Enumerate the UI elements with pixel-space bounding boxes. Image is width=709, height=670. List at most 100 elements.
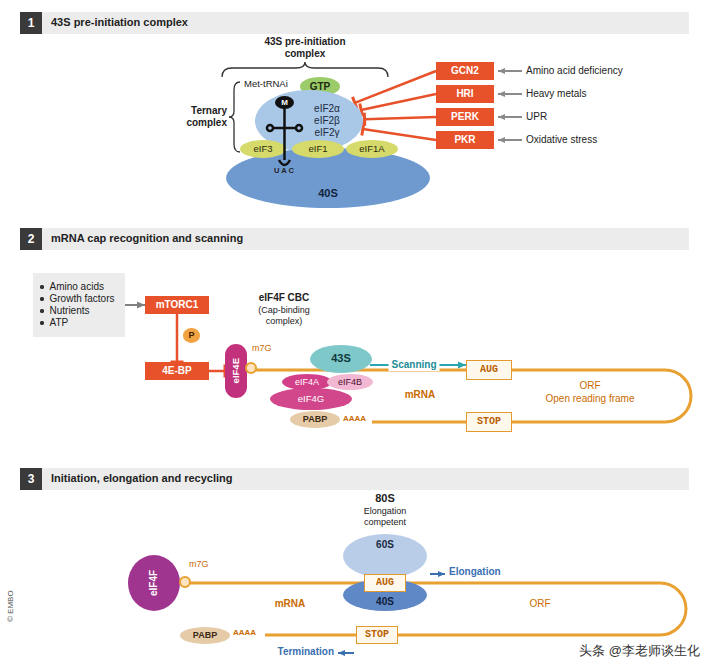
termination-arrow <box>338 652 354 654</box>
complex-bracket <box>222 62 388 77</box>
scaffold-ellipse: eIF4G <box>270 388 352 410</box>
section-title: Initiation, elongation and recycling <box>42 472 233 485</box>
region-label: Open reading frame <box>546 393 635 405</box>
section-title: 43S pre-initiation complex <box>42 16 188 29</box>
factor-ellipse: eIF1A <box>346 140 398 158</box>
process-label: Elongation <box>449 566 501 578</box>
m7g-cap <box>180 577 190 587</box>
node-text: Growth factors <box>39 293 114 305</box>
cap-label: m7G <box>252 343 272 354</box>
stress-label: Heavy metals <box>526 88 587 100</box>
kinase-box: mTORC1 <box>145 296 209 314</box>
polya-label: AAAA <box>343 414 366 424</box>
complex-heading: eIF4F CBC <box>259 292 310 304</box>
molecule-label: Met-tRNAi <box>244 78 288 89</box>
node-text: P <box>188 330 194 341</box>
anticodon-loop <box>279 160 290 165</box>
polya-label: AAAA <box>233 628 256 638</box>
section-title: mRNA cap recognition and scanning <box>42 232 243 245</box>
inhibition-connector <box>361 94 436 110</box>
node-text: PABP <box>193 630 217 641</box>
ternary-bracket <box>229 82 240 152</box>
inhibitor-box: 4E-BP <box>145 362 209 380</box>
stress-arrow <box>498 70 522 72</box>
node-text: eIF3 <box>253 143 272 154</box>
cap-label: m7G <box>189 559 209 570</box>
factor-ellipse: eIF4B <box>327 374 373 390</box>
process-label: Termination <box>278 646 334 658</box>
node-text: PKR <box>454 134 475 146</box>
kinase-box: PKR <box>436 131 494 149</box>
stress-label: UPR <box>526 111 547 123</box>
region-label: ORF <box>579 380 600 392</box>
section-number: 2 <box>20 228 42 250</box>
strand-label: mRNA <box>275 598 306 610</box>
trna-stem <box>283 109 286 160</box>
node-text: eIF1A <box>359 143 384 154</box>
node-text: eIF4B <box>338 377 362 388</box>
inhibition-connector <box>365 117 436 119</box>
inhibition-connector <box>355 71 436 103</box>
trna-loop <box>296 125 302 131</box>
node-text: eIF2α <box>314 103 340 115</box>
trna-loop <box>267 125 273 131</box>
pabp-ellipse: PABP <box>180 627 230 644</box>
node-text: STOP <box>365 629 389 641</box>
complex-subheading: (Cap-binding complex) <box>239 305 329 327</box>
stress-arrow <box>498 93 522 95</box>
node-text: mTORC1 <box>156 299 199 311</box>
node-text: eIF4A <box>295 377 319 388</box>
node-text: 4E-BP <box>162 365 191 377</box>
stress-label: Amino acid deficiency <box>526 65 623 77</box>
codon-box: STOP <box>356 626 398 644</box>
node-text: eIF1 <box>308 143 327 154</box>
copyright-note: © EMBO <box>6 590 16 622</box>
section-band: 2mRNA cap recognition and scanning <box>20 228 689 250</box>
factor-ellipse: eIF1 <box>292 140 344 158</box>
node-text: 40S <box>376 596 394 608</box>
stress-label: Oxidative stress <box>526 134 597 146</box>
stress-arrow <box>498 116 522 118</box>
stress-arrow <box>498 139 522 141</box>
node-text: 40S <box>318 187 338 200</box>
kinase-box: PERK <box>436 108 494 126</box>
node-text: eIF4E <box>230 358 241 383</box>
section-number: 3 <box>20 468 42 490</box>
node-text: PABP <box>303 414 327 425</box>
arrow-connector <box>125 304 145 306</box>
node-text: STOP <box>477 416 501 428</box>
node-text: Amino acids <box>39 281 103 293</box>
inhibition-connector <box>176 314 179 362</box>
trna-arm <box>273 127 296 130</box>
section-band: 3Initiation, elongation and recycling <box>20 468 689 490</box>
cap-binding-complex: eIF4F <box>128 555 180 611</box>
preinitiation-complex: 43S <box>310 345 372 373</box>
codon-box: STOP <box>466 412 512 432</box>
node-text: eIF4F <box>148 570 160 596</box>
node-text: eIF4G <box>298 393 324 404</box>
region-label: ORF <box>529 598 550 610</box>
strand-label: mRNA <box>405 389 436 401</box>
node-text: ATP <box>39 317 68 329</box>
inhibition-connector <box>363 129 436 140</box>
inhibition-connector <box>209 370 225 373</box>
complex-heading: 80S <box>375 492 395 505</box>
mrna-strand <box>186 583 686 635</box>
trna-symbol <box>267 109 302 165</box>
phosphate-circle: P <box>183 328 201 343</box>
cap-binding-protein: eIF4E <box>225 344 247 398</box>
m7g-cap <box>246 363 256 373</box>
factor-ellipse: eIF3 <box>240 140 286 158</box>
section-number: 1 <box>20 12 42 34</box>
section-band: 143S pre-initiation complex <box>20 12 689 34</box>
node-text: GCN2 <box>451 65 479 77</box>
node-text: 60S <box>376 539 394 551</box>
complex-subheading: Elongation competent <box>343 506 427 528</box>
node-text: M <box>281 98 288 108</box>
connector-label: Scanning <box>388 359 439 371</box>
kinase-box: HRI <box>436 85 494 103</box>
group-label: Ternary complex <box>173 105 227 129</box>
